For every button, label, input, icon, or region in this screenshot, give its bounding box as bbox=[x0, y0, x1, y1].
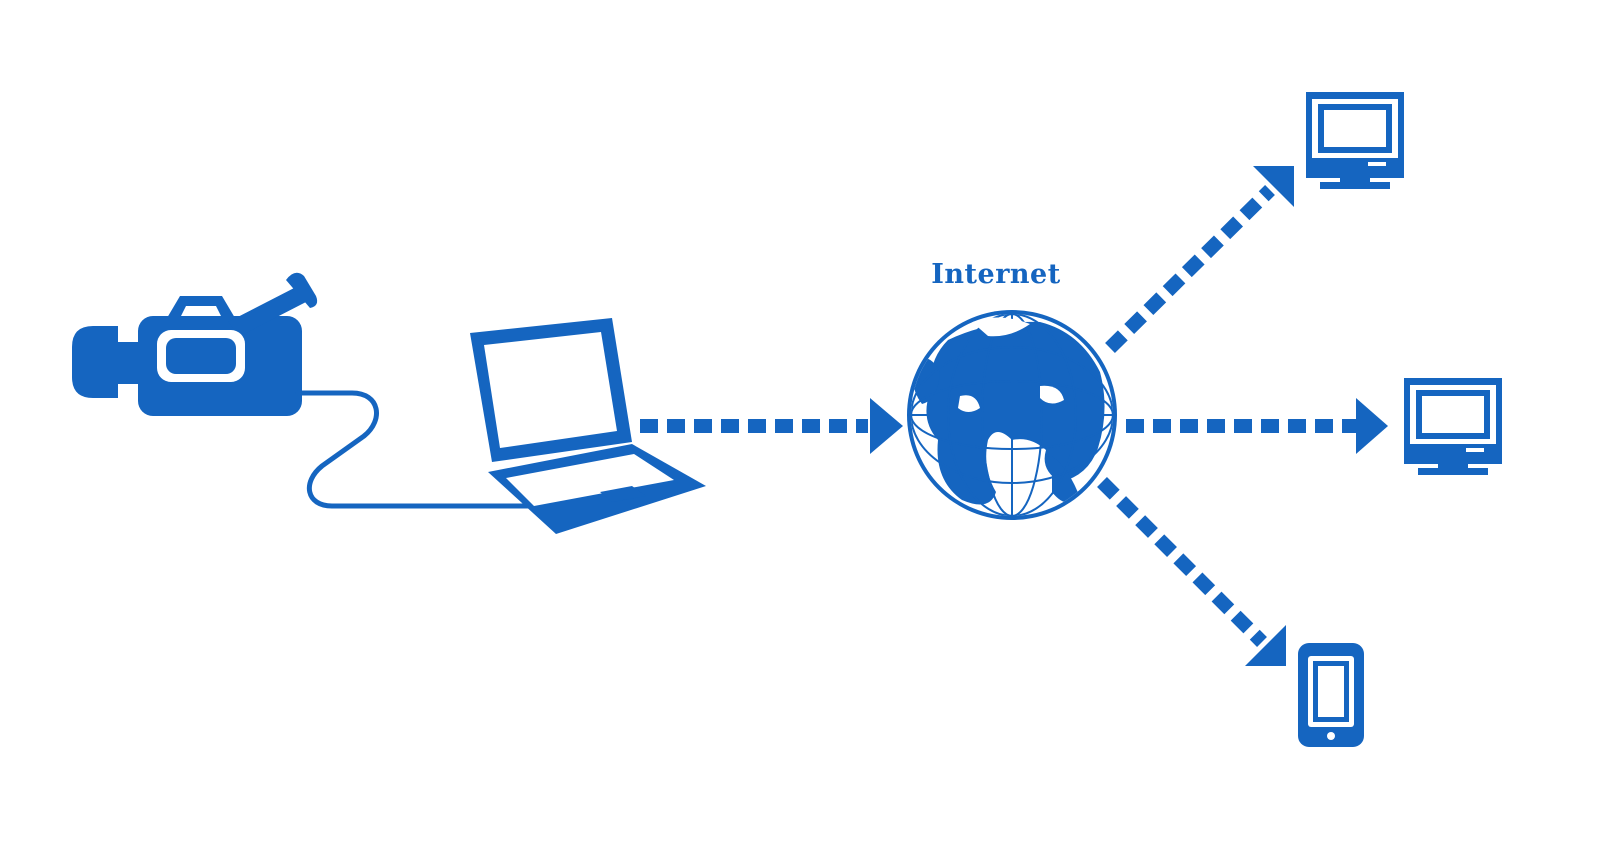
arrow-internet-to-monitor-middle bbox=[1126, 398, 1388, 454]
globe-icon bbox=[907, 310, 1117, 520]
smartphone-icon bbox=[1298, 643, 1364, 747]
laptop-icon bbox=[470, 318, 706, 534]
video-camera-icon bbox=[72, 272, 318, 416]
monitor-top-icon bbox=[1306, 92, 1404, 189]
camera-cable bbox=[295, 390, 551, 509]
arrow-internet-to-monitor-top bbox=[1105, 166, 1294, 353]
arrow-internet-to-smartphone bbox=[1097, 477, 1286, 666]
arrow-laptop-to-internet bbox=[640, 398, 903, 454]
internet-label: Internet bbox=[931, 259, 1060, 290]
monitor-middle-icon bbox=[1404, 378, 1502, 475]
